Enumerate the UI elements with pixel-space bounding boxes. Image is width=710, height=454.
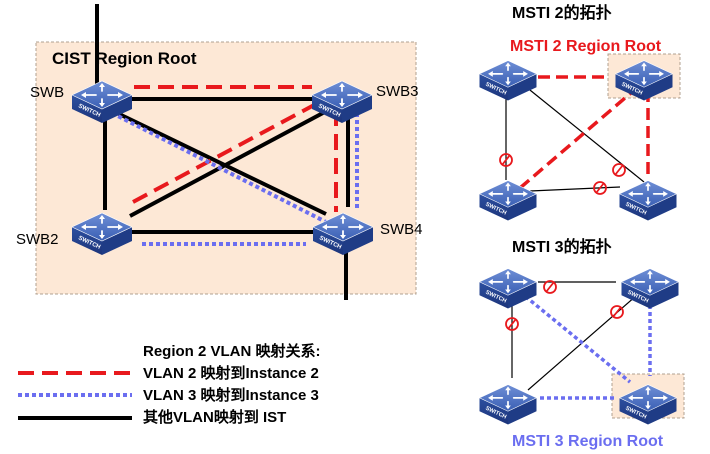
instance3-links — [111, 111, 359, 246]
msti2-switch-topleft: SWITCH — [478, 59, 538, 102]
blocked-port-icon — [505, 317, 519, 331]
msti3-blocked-ports — [505, 280, 624, 331]
legend-item-ist: 其他VLAN映射到 IST — [143, 408, 286, 426]
msti3-switch-topright: SWITCH — [620, 267, 680, 310]
msti3-switch-bottomleft: SWITCH — [478, 383, 538, 426]
msti3-links — [511, 281, 652, 400]
legend-title: Region 2 VLAN 映射关系: — [143, 342, 321, 360]
blocked-port-icon — [612, 163, 626, 177]
msti2-switch-bottomleft: SWITCH — [478, 179, 538, 222]
blocked-port-icon — [593, 181, 607, 195]
swb3-name: SWB3 — [376, 83, 419, 100]
msti2-blocked-ports — [499, 153, 626, 195]
msti2-heading: MSTI 2的拓扑 — [512, 3, 612, 22]
blocked-port-icon — [499, 153, 513, 167]
swb1-name: SWB — [30, 84, 64, 101]
msti3-heading: MSTI 3的拓扑 — [512, 237, 612, 256]
swb2-name: SWB2 — [16, 231, 59, 248]
blocked-port-icon — [610, 305, 624, 319]
legend: Region 2 VLAN 映射关系: VLAN 2 映射到Instance 2… — [18, 342, 321, 426]
msti2-region-root-label: MSTI 2 Region Root — [510, 38, 662, 55]
msti2-switch-bottomright: SWITCH — [618, 179, 678, 222]
link-swb2-swb3-diag — [129, 104, 337, 218]
cist-region-box — [35, 41, 417, 295]
ist-links — [95, 4, 350, 300]
msti3-region-root-label: MSTI 3 Region Root — [512, 433, 664, 450]
swb4-name: SWB4 — [380, 221, 423, 238]
legend-item-instance2: VLAN 2 映射到Instance 2 — [143, 364, 319, 382]
legend-item-instance3: VLAN 3 映射到Instance 3 — [143, 386, 319, 404]
cist-region-root-label: CIST Region Root — [52, 49, 197, 68]
link-swb1-swb4-diag — [114, 110, 327, 216]
msti3-switch-topleft: SWITCH — [478, 267, 538, 310]
instance2-links — [132, 85, 338, 212]
blocked-port-icon — [543, 280, 557, 294]
